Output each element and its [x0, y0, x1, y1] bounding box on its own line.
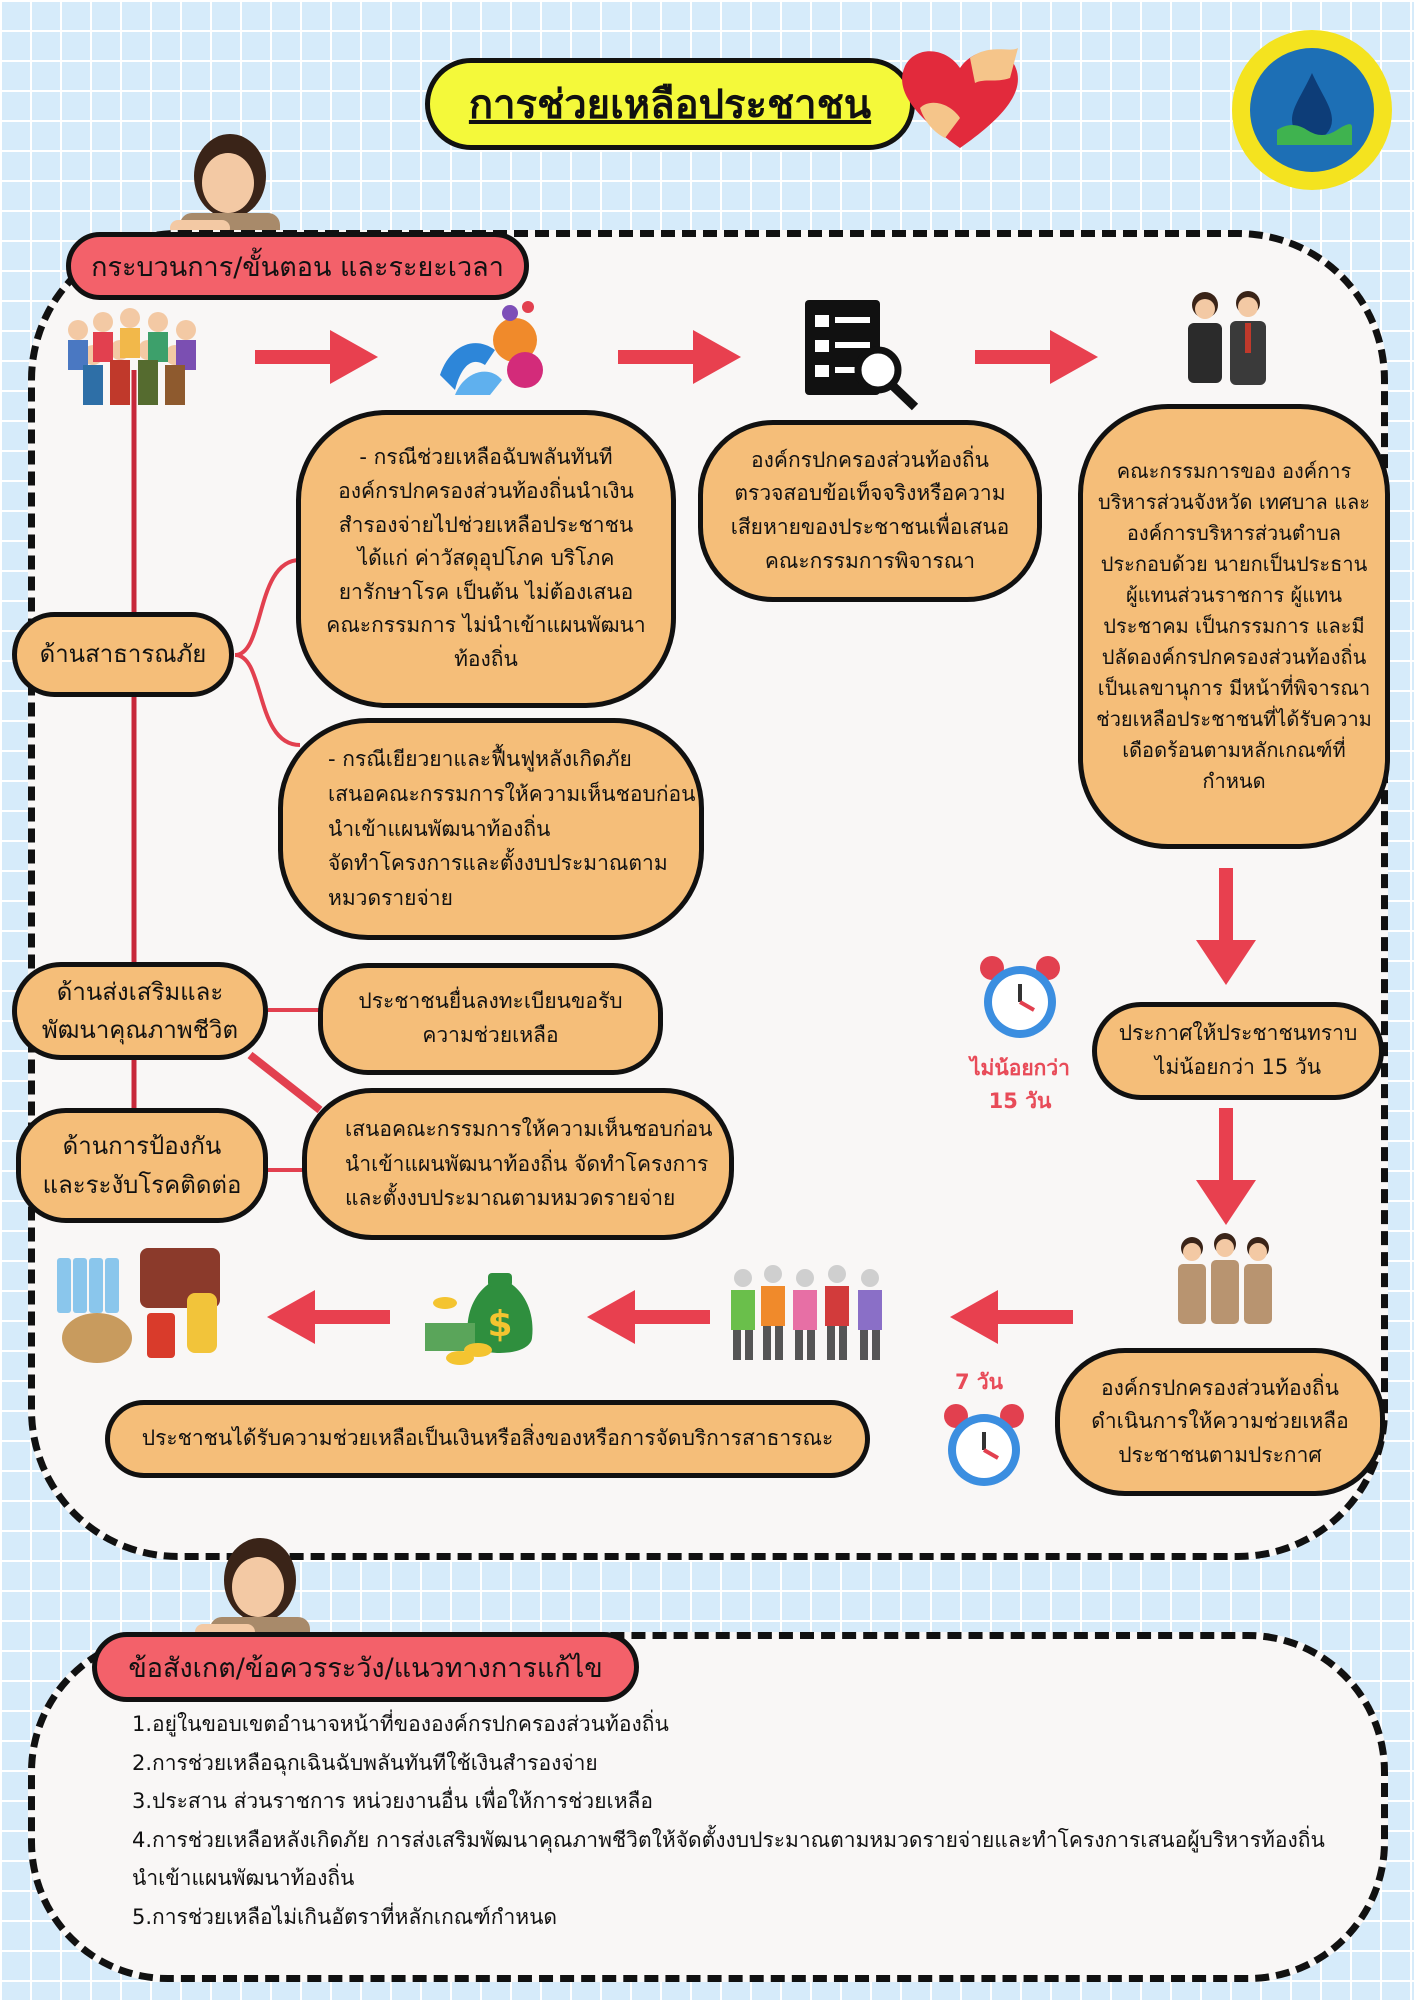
committee-text: คณะกรรมการของ องค์การ บริหารส่วนจังหวัด …	[1096, 459, 1372, 793]
propose-text: เสนอคณะกรรมการให้ความเห็นชอบก่อน นำเข้าแ…	[345, 1117, 713, 1211]
implement-text: องค์กรปกครองส่วนท้องถิ่น ดำเนินการให้ควา…	[1091, 1375, 1349, 1467]
category-quality-of-life: ด้านส่งเสริมและ พัฒนาคุณภาพชีวิต	[12, 962, 268, 1060]
clock-label-15-days: ไม่น้อยกว่า 15 วัน	[970, 1056, 1070, 1113]
notes-list: 1.อยู่ในขอบเขตอำนาจหน้าที่ขององค์กรปกครอ…	[132, 1705, 1352, 1936]
register-box: ประชาชนยื่นลงทะเบียนขอรับ ความช่วยเหลือ	[318, 963, 663, 1075]
alarm-clock-icon	[944, 1404, 1024, 1486]
note-item: 4.การช่วยเหลือหลังเกิดภัย การส่งเสริมพัฒ…	[132, 1827, 1325, 1891]
officials-group-icon	[1178, 1233, 1272, 1324]
note-item: 1.อยู่ในขอบเขตอำนาจหน้าที่ขององค์กรปกครอ…	[132, 1712, 669, 1736]
note-item: 2.การช่วยเหลือฉุกเฉินฉับพลันทันทีใช้เงิน…	[132, 1750, 598, 1775]
notes-header: ข้อสังเกต/ข้อควรระวัง/แนวทางการแก้ไข	[92, 1632, 639, 1702]
guide-woman-avatar	[170, 134, 280, 238]
emergency-help-text: - กรณีช่วยเหลือฉับพลันทันที องค์กรปกครอง…	[326, 445, 646, 671]
verify-box: องค์กรปกครองส่วนท้องถิ่น ตรวจสอบข้อเท็จจ…	[698, 420, 1042, 602]
category-quality-label: ด้านส่งเสริมและ พัฒนาคุณภาพชีวิต	[41, 977, 239, 1044]
svg-text:$: $	[487, 1304, 512, 1345]
helping-hands-icon	[440, 301, 543, 395]
verify-text: องค์กรปกครองส่วนท้องถิ่น ตรวจสอบข้อเท็จจ…	[730, 447, 1010, 573]
result-text: ประชาชนได้รับความช่วยเหลือเป็นเงินหรือสิ…	[141, 1426, 834, 1451]
money-bag-icon: $	[425, 1273, 533, 1365]
result-box: ประชาชนได้รับความช่วยเหลือเป็นเงินหรือสิ…	[105, 1400, 870, 1478]
checklist-search-icon	[805, 300, 919, 411]
page-title: การช่วยเหลือประชาชน	[468, 82, 872, 128]
category-disease-prevention: ด้านการป้องกัน และระงับโรคติดต่อ	[16, 1108, 268, 1223]
recovery-help-box: - กรณีเยียวยาและฟื้นฟูหลังเกิดภัย เสนอคณ…	[278, 718, 704, 940]
elderly-people-icon	[731, 1265, 882, 1360]
process-header: กระบวนการ/ขั้นตอน และระยะเวลา	[66, 232, 529, 300]
note-item: 5.การช่วยเหลือไม่เกินอัตราที่หลักเกณฑ์กำ…	[132, 1904, 558, 1929]
supplies-goods-icon	[57, 1248, 220, 1363]
water-drop-icon	[1277, 73, 1352, 145]
crowd-people-icon	[68, 308, 196, 405]
heart-hands-icon	[902, 48, 1018, 148]
note-item: 3.ประสาน ส่วนราชการ หน่วยงานอื่น เพื่อให…	[132, 1789, 654, 1813]
category-disaster: ด้านสาธารณภัย	[12, 612, 234, 697]
business-people-icon	[1188, 291, 1266, 385]
process-header-label: กระบวนการ/ขั้นตอน และระยะเวลา	[91, 251, 504, 283]
clock-label-7-days: 7 วัน	[954, 1370, 1004, 1394]
alarm-clock-icon	[980, 956, 1060, 1038]
propose-box: เสนอคณะกรรมการให้ความเห็นชอบก่อน นำเข้าแ…	[302, 1088, 734, 1240]
organization-logo	[1232, 30, 1392, 190]
page-title-pill: การช่วยเหลือประชาชน	[425, 58, 915, 150]
guide-woman-avatar	[195, 1538, 310, 1642]
announce-text: ประกาศให้ประชาชนทราบ ไม่น้อยกว่า 15 วัน	[1118, 1021, 1358, 1079]
committee-box: คณะกรรมการของ องค์การ บริหารส่วนจังหวัด …	[1078, 404, 1390, 849]
recovery-help-text: - กรณีเยียวยาและฟื้นฟูหลังเกิดภัย เสนอคณ…	[328, 747, 696, 910]
register-text: ประชาชนยื่นลงทะเบียนขอรับ ความช่วยเหลือ	[358, 989, 623, 1047]
category-disease-label: ด้านการป้องกัน และระงับโรคติดต่อ	[42, 1132, 242, 1199]
notes-header-label: ข้อสังเกต/ข้อควรระวัง/แนวทางการแก้ไข	[128, 1652, 603, 1684]
implement-box: องค์กรปกครองส่วนท้องถิ่น ดำเนินการให้ควา…	[1055, 1348, 1385, 1496]
announce-box: ประกาศให้ประชาชนทราบ ไม่น้อยกว่า 15 วัน	[1092, 1002, 1384, 1100]
category-disaster-label: ด้านสาธารณภัย	[39, 640, 207, 669]
emergency-help-box: - กรณีช่วยเหลือฉับพลันทันที องค์กรปกครอง…	[296, 410, 676, 708]
